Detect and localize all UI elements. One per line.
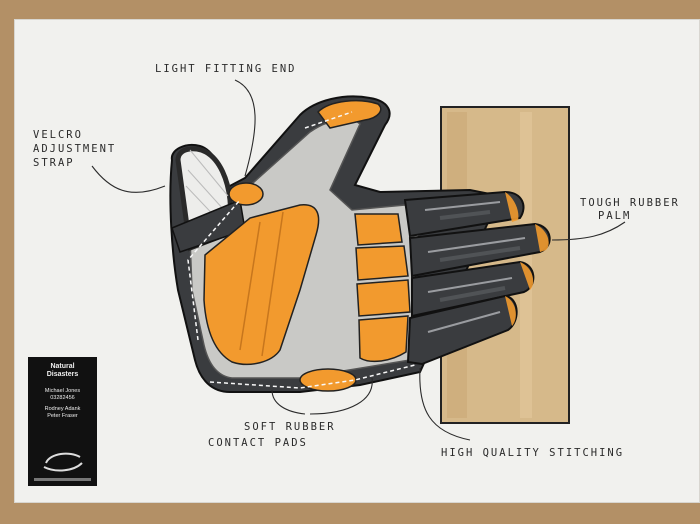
card-id-1: 03282456 xyxy=(50,395,75,401)
knuckle-pad-4 xyxy=(358,315,409,363)
knuckle-pad-1 xyxy=(354,213,403,246)
finger-ring xyxy=(411,260,535,318)
label-high-quality-stitching: HIGH QUALITY STITCHING xyxy=(441,447,625,459)
label-soft-rubber-line2: CONTACT PADS xyxy=(208,437,308,449)
card-title-line2: Disasters xyxy=(46,371,79,378)
label-velcro-line3: STRAP xyxy=(33,157,75,169)
knuckle-pad-3 xyxy=(356,279,411,317)
wrist-small-pad xyxy=(228,182,264,206)
g-swoosh-logo-icon xyxy=(34,452,91,481)
fingers xyxy=(403,190,551,366)
label-light-fitting-end: LIGHT FITTING END xyxy=(155,63,297,75)
palm-orange-pad xyxy=(203,204,320,366)
title-card: Natural Disasters Michael Jones 03282456… xyxy=(28,357,97,486)
card-name-1: Michael Jones xyxy=(44,388,81,394)
bottom-contact-pad xyxy=(299,368,357,392)
leader-velcro xyxy=(91,165,166,193)
stitch-line xyxy=(187,111,416,389)
label-soft-rubber-line1: SOFT RUBBER xyxy=(244,421,336,433)
leader-light-fitting xyxy=(234,79,256,177)
label-velcro-line1: VELCRO xyxy=(33,129,83,141)
leader-tough-rubber xyxy=(551,221,626,241)
label-tough-rubber-line1: TOUGH RUBBER xyxy=(580,197,680,209)
card-name-2: Rodney Adank xyxy=(44,406,81,412)
label-velcro-line2: ADJUSTMENT xyxy=(33,143,117,155)
leader-soft-rubber xyxy=(271,377,373,415)
leader-stitching xyxy=(419,367,471,441)
leader-lines xyxy=(91,79,626,441)
label-tough-rubber-line2: PALM xyxy=(598,210,632,222)
thumb-tip-pad xyxy=(317,99,382,129)
card-name-3: Peter Fraser xyxy=(47,413,78,419)
finger-little xyxy=(406,294,518,366)
knuckle-pad-2 xyxy=(355,245,409,281)
card-title-line1: Natural xyxy=(50,363,75,370)
